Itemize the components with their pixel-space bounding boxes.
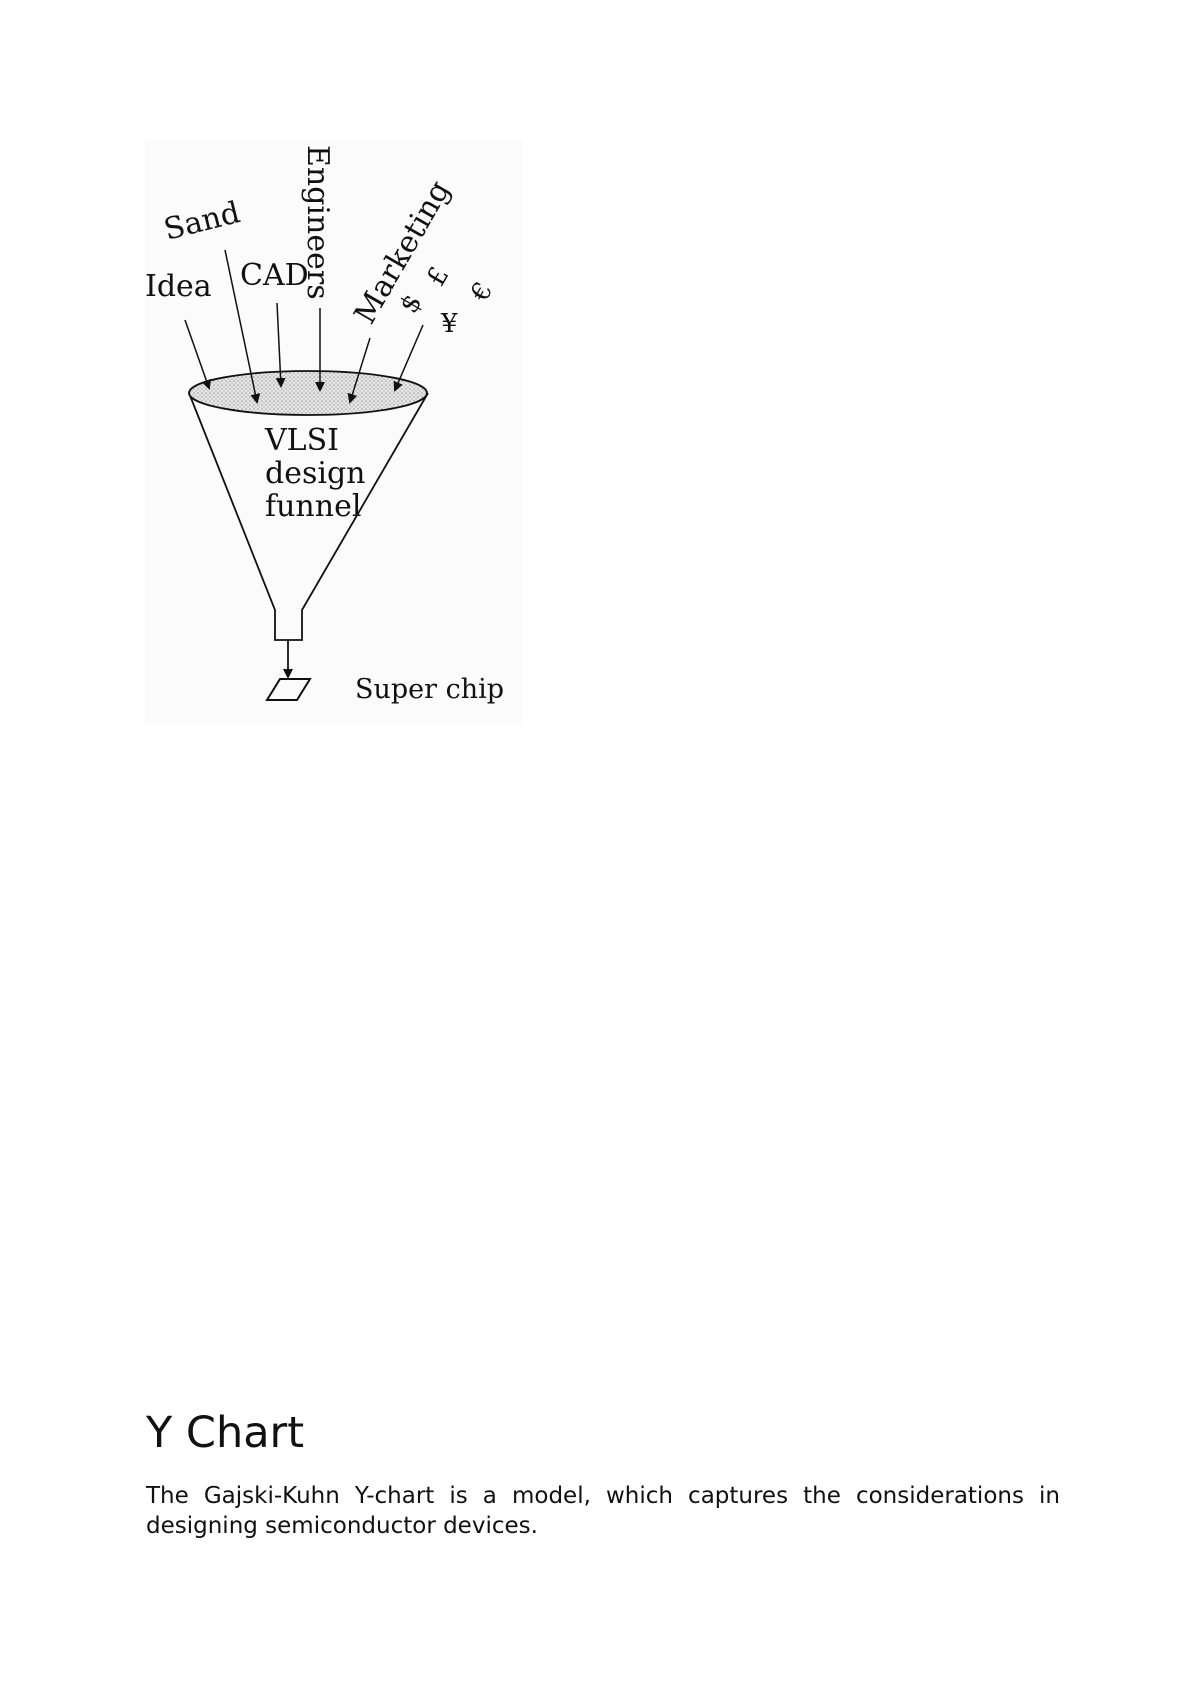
euro-label: €: [465, 277, 500, 307]
engineers-label: Engineers: [300, 145, 335, 300]
idea-arrow: [184, 319, 212, 390]
yen-label: ¥: [440, 309, 458, 339]
section-body: The Gajski-Kuhn Y-chart is a model, whic…: [146, 1483, 1060, 1539]
chip-icon: [265, 678, 312, 701]
super-chip-label: Super chip: [355, 674, 504, 705]
marketing-arrow: [347, 337, 371, 404]
section-heading: Y Chart: [146, 1408, 305, 1458]
funnel-text-line-3: funnel: [265, 489, 361, 524]
idea-label: Idea: [145, 269, 212, 304]
cad-arrow: [275, 302, 286, 388]
funnel-diagram: Idea Sand CAD Engineers Marketing $ £ € …: [145, 145, 504, 705]
funnel-mouth: [188, 370, 428, 416]
sand-label: Sand: [160, 195, 243, 248]
vlsi-design-funnel-figure: Idea Sand CAD Engineers Marketing $ £ € …: [145, 140, 523, 725]
funnel-text-line-2: design: [265, 456, 365, 491]
pound-label: £: [421, 262, 455, 291]
money-arrow: [393, 324, 424, 392]
cad-label: CAD: [240, 258, 309, 293]
sand-arrow: [224, 249, 261, 404]
funnel-text-line-1: VLSI: [264, 423, 339, 458]
dollar-label: $: [394, 289, 428, 318]
